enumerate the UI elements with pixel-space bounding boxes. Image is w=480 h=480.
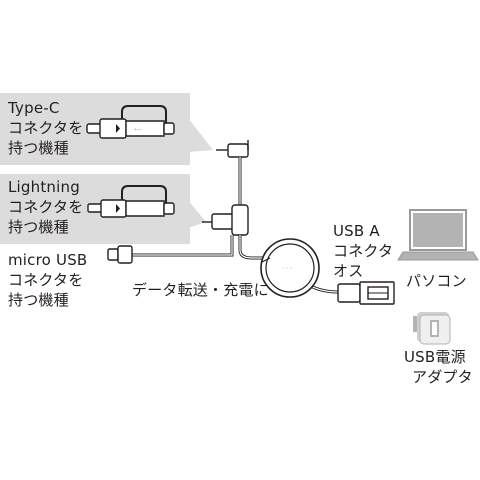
lightning-plug-icon — [211, 213, 235, 230]
micro-usb-line-2: コネクタを — [8, 271, 84, 289]
retractable-reel-icon: ◦◦◦ — [260, 238, 320, 298]
usb-a-line-3: オス — [333, 262, 364, 280]
callout-typec-label: Type-C コネクタを 持つ機種 — [8, 98, 83, 158]
ac-adapter-icon — [413, 312, 451, 345]
lightning-line-2: コネクタを — [8, 198, 84, 216]
usb-a-plug-icon — [337, 281, 395, 305]
cable-tree — [107, 140, 339, 294]
callout-lightning-label: Lightning コネクタを 持つ機種 — [8, 177, 83, 237]
lightning-line-1: Lightning — [8, 178, 80, 196]
pc-label: パソコン — [406, 272, 467, 290]
adapter-line-1: USB電源 — [404, 348, 466, 366]
lightning-cable-illustration — [87, 185, 175, 218]
svg-text:⟵: ⟵ — [134, 126, 143, 133]
micro-usb-plug-icon — [107, 248, 119, 261]
micro-usb-label: micro USB コネクタを 持つ機種 — [8, 250, 87, 310]
svg-text:◦◦◦: ◦◦◦ — [282, 265, 293, 272]
callout-typec-pointer — [188, 118, 213, 152]
typec-line-3: 持つ機種 — [8, 139, 69, 157]
micro-usb-line-1: micro USB — [8, 251, 88, 269]
usb-a-label: USB A コネクタ オス — [333, 221, 393, 281]
typec-line-2: コネクタを — [8, 119, 84, 137]
laptop-icon — [397, 209, 479, 261]
usb-a-line-2: コネクタ — [333, 242, 394, 260]
adapter-label: USB電源 アダプタ — [404, 347, 473, 387]
data-transfer-label: データ転送・充電に — [132, 281, 269, 299]
typec-plug-icon — [227, 143, 249, 158]
lightning-line-3: 持つ機種 — [8, 218, 69, 236]
cable-junction — [231, 204, 249, 236]
usb-a-line-1: USB A — [333, 222, 380, 240]
callout-lightning-pointer — [188, 200, 206, 228]
micro-usb-line-3: 持つ機種 — [8, 291, 69, 309]
adapter-line-2: アダプタ — [412, 368, 473, 386]
typec-cable-illustration: ⟵ — [86, 105, 175, 139]
typec-line-1: Type-C — [8, 99, 60, 117]
